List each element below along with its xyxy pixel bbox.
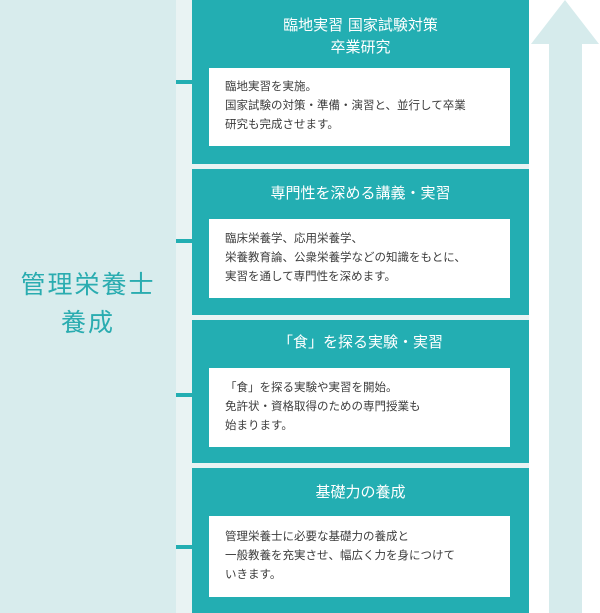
- stage-title: 臨地実習 国家試験対策 卒業研究: [283, 16, 438, 56]
- connector-stage-3: [176, 393, 192, 397]
- stage-description-box: 臨地実習を実施。 国家試験の対策・準備・演習と、並行して卒業 研究も完成させます…: [209, 68, 510, 146]
- connector-stage-4: [176, 545, 192, 549]
- stage-graduation-research: 臨地実習 国家試験対策 卒業研究 臨地実習を実施。 国家試験の対策・準備・演習と…: [192, 0, 529, 164]
- stage-food-experiments: 「食」を探る実験・実習 「食」を探る実験や実習を開始。 免許状・資格取得のための…: [192, 320, 529, 463]
- stage-description: 臨地実習を実施。 国家試験の対策・準備・演習と、並行して卒業 研究も完成させます…: [225, 79, 466, 131]
- program-title: 管理栄養士 養成: [20, 270, 156, 337]
- connector-stage-2: [176, 239, 192, 243]
- stage-description-box: 「食」を探る実験や実習を開始。 免許状・資格取得のための専門授業も 始まります。: [209, 368, 510, 447]
- connector-stage-1: [176, 80, 192, 84]
- stage-specialized-lectures: 専門性を深める講義・実習 臨床栄養学、応用栄養学、 栄養教育論、公衆栄養学などの…: [192, 169, 529, 315]
- stage-description-box: 臨床栄養学、応用栄養学、 栄養教育論、公衆栄養学などの知識をもとに、 実習を通し…: [209, 219, 510, 298]
- stage-title: 「食」を探る実験・実習: [277, 333, 443, 351]
- stage-foundation-building: 基礎力の養成 管理栄養士に必要な基礎力の養成と 一般教養を充実させ、幅広く力を身…: [192, 468, 529, 613]
- stage-description-box: 管理栄養士に必要な基礎力の養成と 一般教養を充実させ、幅広く力を身につけて いき…: [209, 516, 510, 597]
- stage-description: 管理栄養士に必要な基礎力の養成と 一般教養を充実させ、幅広く力を身につけて いき…: [225, 529, 455, 581]
- left-panel: 管理栄養士 養成: [0, 0, 176, 613]
- up-arrow-icon: [531, 0, 599, 613]
- stage-title: 専門性を深める講義・実習: [270, 184, 451, 202]
- stage-title: 基礎力の養成: [315, 483, 406, 501]
- stage-description: 「食」を探る実験や実習を開始。 免許状・資格取得のための専門授業も 始まります。: [225, 380, 421, 432]
- stage-description: 臨床栄養学、応用栄養学、 栄養教育論、公衆栄養学などの知識をもとに、 実習を通し…: [225, 231, 466, 283]
